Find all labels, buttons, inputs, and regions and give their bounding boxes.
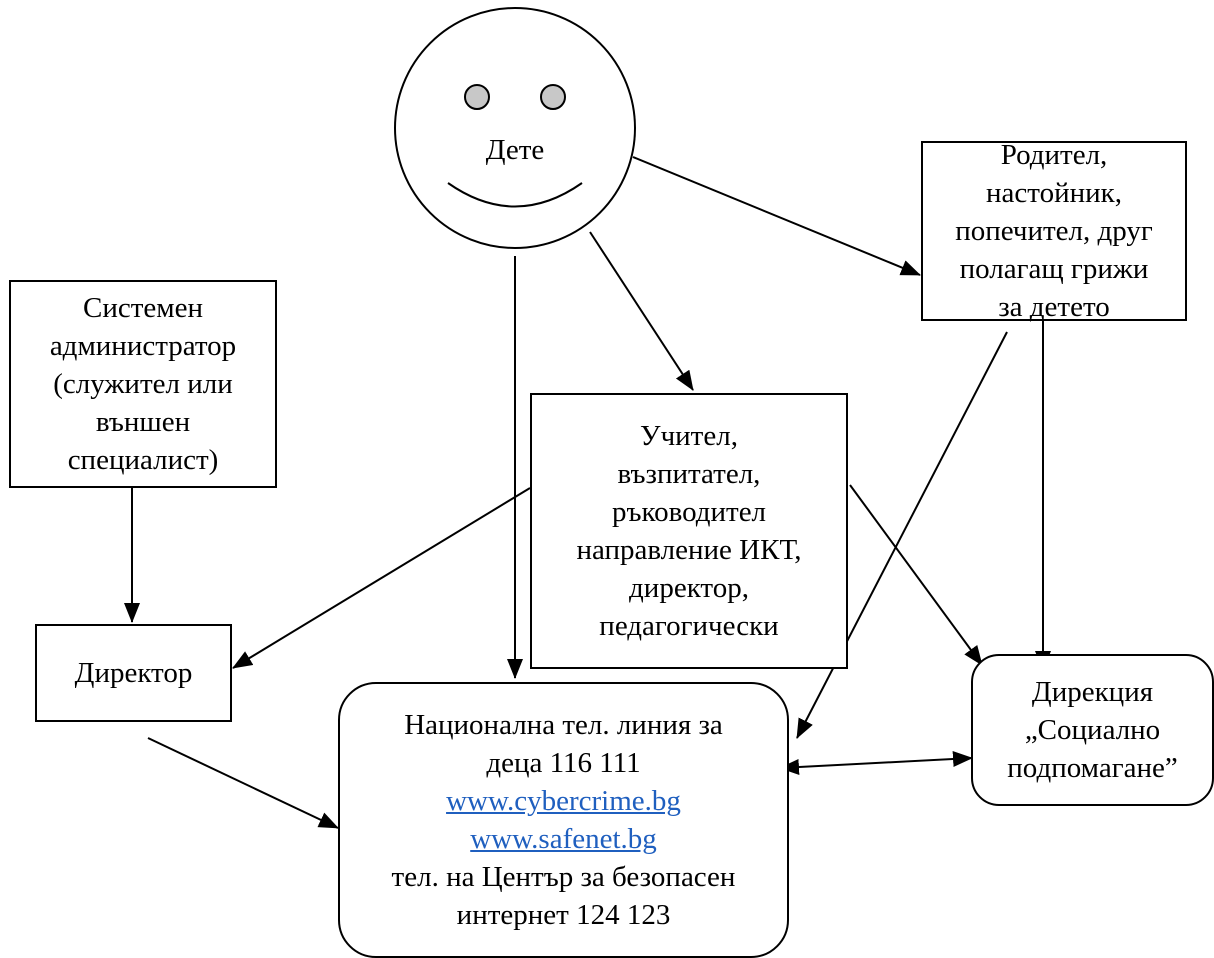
sysadmin-line: (служител или: [53, 368, 233, 400]
teacher-line: директор,: [629, 572, 749, 604]
smile-icon: [447, 182, 583, 208]
safenet-link[interactable]: www.safenet.bg: [470, 823, 657, 855]
parent-line: за детето: [998, 291, 1110, 323]
arrow-teacher-to-director: [232, 487, 531, 669]
teacher-line: направление ИКТ,: [576, 534, 802, 566]
arrow-parent-to-hotline: [796, 331, 1008, 739]
arrow-child-to-parent: [632, 156, 921, 276]
sysadmin-line: външен: [95, 406, 191, 438]
arrow-hotline-social-bidirectional: [779, 750, 973, 776]
hotline-line: Национална тел. линия за: [404, 709, 723, 741]
arrow-teacher-to-social: [849, 484, 983, 666]
hotline-line: деца 116 111: [486, 747, 641, 779]
hotline-line: тел. на Център за безопасен: [391, 861, 736, 893]
sysadmin-line: специалист): [67, 444, 219, 476]
cybercrime-link[interactable]: www.cybercrime.bg: [446, 785, 681, 817]
left-eye-icon: [464, 84, 490, 110]
arrow-child-to-teacher: [589, 231, 694, 391]
director-box: Директор: [35, 624, 232, 722]
social-line: „Социално: [1024, 714, 1161, 746]
teacher-box: Учител, възпитател, ръководител направле…: [530, 393, 848, 669]
arrow-director-to-hotline: [147, 737, 339, 829]
hotline-box: Национална тел. линия за деца 116 111 ww…: [338, 682, 789, 958]
right-eye-icon: [540, 84, 566, 110]
child-face: [394, 7, 636, 249]
child-label: Дете: [485, 134, 545, 166]
sysadmin-line: администратор: [49, 330, 237, 362]
parent-box: Родител, настойник, попечител, друг пола…: [921, 139, 1187, 323]
hotline-line: интернет 124 123: [456, 899, 671, 931]
teacher-line: Учител,: [640, 420, 738, 452]
teacher-line: педагогически: [599, 610, 779, 642]
teacher-line: ръководител: [611, 496, 767, 528]
teacher-line: възпитател,: [617, 458, 761, 490]
parent-line: Родител,: [1000, 139, 1108, 171]
sysadmin-box: Системен администратор (служител или вън…: [9, 280, 277, 488]
parent-line: настойник,: [986, 177, 1122, 209]
social-assistance-box: Дирекция „Социално подпомагане”: [971, 654, 1214, 806]
parent-line: полагащ грижи: [959, 253, 1149, 285]
sysadmin-line: Системен: [82, 292, 204, 324]
director-label: Директор: [74, 657, 193, 689]
social-line: подпомагане”: [1007, 752, 1178, 784]
parent-line: попечител, друг: [955, 215, 1153, 247]
social-line: Дирекция: [1031, 676, 1154, 708]
